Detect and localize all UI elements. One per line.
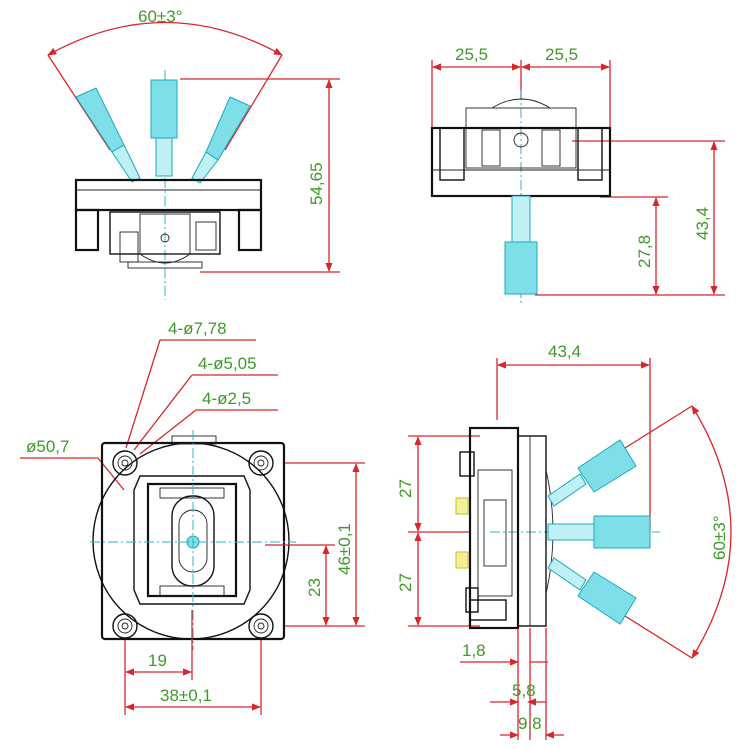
joystick-stick-right: [191, 96, 251, 184]
hole-mid-label: 4-ø5,05: [198, 354, 257, 373]
joystick-stick-side: [504, 195, 538, 295]
height-label: 46±0,1: [335, 523, 354, 575]
offset3-label: 9,8: [518, 714, 542, 733]
circle-label: ø50,7: [26, 437, 69, 456]
right-side-view: 43,4 27 27 60±3°: [396, 342, 732, 740]
angle-arc: [691, 405, 732, 659]
angle-leader-left: [47, 54, 111, 151]
width-label: 38±0,1: [160, 686, 212, 705]
half-height-label: 23: [305, 578, 324, 597]
angle-leader-bottom: [624, 615, 693, 659]
leader-hole-large: [125, 339, 161, 449]
right-width-label: 25,5: [545, 45, 578, 64]
total-height-label: 43,4: [693, 207, 712, 240]
leader-hole-mid: [133, 374, 193, 451]
top-side-view: 25,5 25,5 43,4 27,8: [430, 45, 725, 305]
half-width-label: 19: [148, 651, 167, 670]
joystick-stick-left: [75, 87, 141, 183]
offset1-label: 1,8: [462, 641, 486, 660]
hole-large-label: 4-ø7,78: [168, 319, 227, 338]
upper-height-label: 27: [396, 479, 415, 498]
left-width-label: 25,5: [455, 45, 488, 64]
top-view: 4-ø7,78 4-ø5,05 4-ø2,5 ø50,7: [20, 319, 365, 715]
joystick-stick-upper: [547, 439, 637, 507]
angle-leader-top: [624, 405, 693, 449]
front-side-view: 60±3° 54,65: [47, 7, 340, 300]
stick-height-label: 27,8: [635, 235, 654, 268]
offset2-label: 5,8: [512, 681, 536, 700]
leader-hole-small: [139, 409, 197, 455]
switch-pad-upper: [455, 497, 469, 515]
height-label: 54,65: [307, 162, 326, 205]
angle-label: 60±3°: [710, 516, 729, 561]
housing-front: [74, 178, 263, 269]
joystick-stick-lower: [547, 557, 637, 625]
mounting-holes: [112, 450, 274, 639]
switch-pad-lower: [455, 551, 469, 569]
width-label: 43,4: [548, 342, 581, 361]
joystick-stick-middle: [547, 515, 651, 549]
housing-right: [455, 426, 554, 630]
joystick-stick-center: [150, 79, 178, 177]
angle-leader-right: [224, 54, 283, 151]
hole-small-label: 4-ø2,5: [202, 389, 251, 408]
lower-height-label: 27: [396, 573, 415, 592]
angle-label: 60±3°: [138, 7, 183, 26]
angle-arc: [47, 21, 283, 56]
